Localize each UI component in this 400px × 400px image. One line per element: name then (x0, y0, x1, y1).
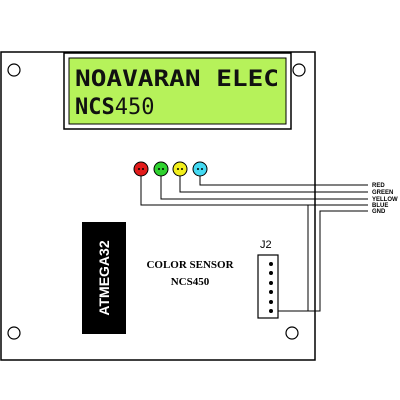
led-green (153, 161, 169, 177)
sensor-title: COLOR SENSOR (146, 259, 234, 271)
lcd-line-2: NCS450 (75, 95, 155, 120)
led-cyan (192, 161, 208, 177)
chip-label: ATMEGA32 (96, 240, 112, 315)
mounting-hole-top-right (292, 63, 306, 77)
wire-red (140, 176, 368, 206)
atmega32-chip: ATMEGA32 (82, 222, 126, 334)
led-yellow (172, 161, 188, 177)
led-red (133, 161, 149, 177)
connector-j2 (257, 254, 279, 319)
lcd-line-1: NOAVARAN ELEC (75, 67, 279, 92)
led-wires (140, 176, 368, 206)
connector-label: J2 (260, 239, 272, 251)
wire-gnd-2 (308, 210, 368, 312)
wire-label-yellow: YELLOW (372, 197, 398, 203)
mounting-hole-bottom-left (7, 326, 21, 340)
wire-blue (199, 176, 368, 186)
sensor-model: NCS450 (171, 276, 210, 288)
mounting-hole-bottom-right (285, 326, 299, 340)
lcd-display: NOAVARAN ELEC NCS450 (63, 52, 292, 130)
wire-label-gnd: GND (372, 209, 386, 215)
lcd-line-2-bold: NCS (75, 95, 115, 120)
lcd-screen (68, 57, 287, 125)
wire-label-blue: BLUE (372, 203, 388, 209)
mounting-hole-top-left (7, 63, 21, 77)
wire-yellow (179, 176, 368, 193)
wire-green (160, 176, 368, 200)
wire-label-green: GREEN (372, 190, 393, 196)
connector-wires (273, 205, 368, 312)
lcd-line-2-normal: 450 (115, 95, 155, 120)
wire-label-red: RED (372, 183, 385, 189)
